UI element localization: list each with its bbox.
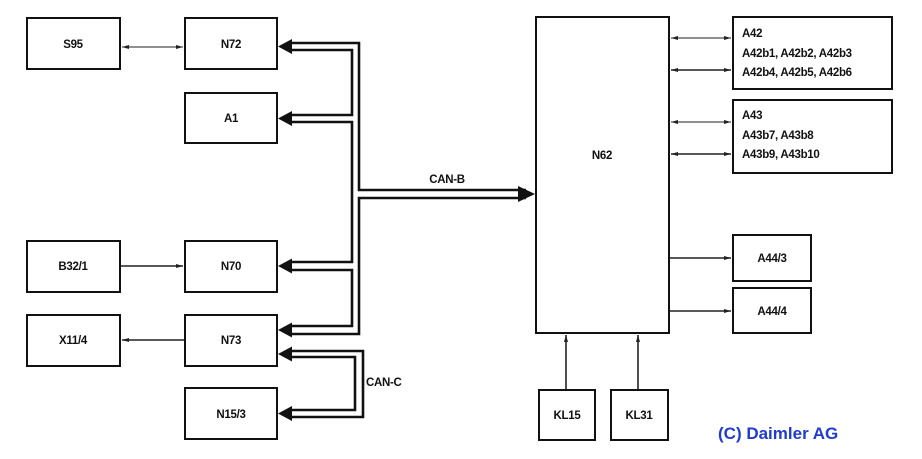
a44-4-label: A44/4 [757,306,787,318]
can-c-bus: CAN-C [278,346,402,421]
a43-box [732,99,893,174]
can-b-arrowhead-n73 [278,322,292,338]
n62-label: N62 [592,150,612,162]
kl15-box [538,389,596,441]
n73-label: N73 [221,335,241,347]
component-b32-1: B32/1 [26,240,121,293]
n15-3-box [184,387,278,440]
a1-box [184,92,278,144]
a43-label-line-1: A43 [742,110,762,122]
can-b-label: CAN-B [429,174,465,186]
a42-label-line-3: A42b4, A42b5, A42b6 [742,67,852,79]
a42-label-line-2: A42b1, A42b2, A42b3 [742,48,852,60]
a44-3-box [732,234,812,282]
can-b-arrowhead-n72 [278,39,292,54]
s95-label: S95 [63,39,83,51]
a43-label-line-3: A43b9, A43b10 [742,149,820,161]
component-a42: A42 A42b1, A42b2, A42b3 A42b4, A42b5, A4… [732,16,893,90]
can-c-arrowhead-n15-3 [278,406,292,421]
can-c-line-inner [288,355,357,412]
component-a1: A1 [184,92,278,144]
n15-3-label: N15/3 [216,409,245,421]
a42-box [732,16,893,90]
can-b-line-n70-n73 [288,268,354,328]
kl15-label: KL15 [554,410,582,422]
component-a44-3: A44/3 [732,234,812,282]
component-kl31: KL31 [610,389,669,441]
can-b-arrowhead-a1 [278,111,292,126]
n72-box [184,17,278,70]
n73-box [184,314,278,367]
copyright-text: (C) Daimler AG [718,424,838,443]
can-b-bus: CAN-B [278,39,535,338]
kl31-box [610,389,669,441]
component-n70: N70 [184,240,278,293]
x11-4-label: X11/4 [59,335,88,347]
component-kl15: KL15 [538,389,596,441]
kl31-label: KL31 [626,410,654,422]
x11-4-box [26,314,121,367]
s95-box [26,17,121,70]
a44-4-box [732,287,812,334]
can-c-arrowhead-n73 [278,346,292,362]
a44-3-label: A44/3 [757,253,786,265]
component-n62: N62 [535,16,670,334]
can-b-line-n62-n73 [288,196,526,336]
can-b-arrowhead-n70 [278,258,292,274]
a43-label-line-2: A43b7, A43b8 [742,130,814,142]
component-n72: N72 [184,17,278,70]
n62-box [535,16,670,334]
b32-1-box [26,240,121,293]
can-b-line-a1-n70 [288,120,354,264]
n72-label: N72 [221,39,241,51]
a42-label-line-1: A42 [742,28,762,40]
component-a44-4: A44/4 [732,287,812,334]
b32-1-label: B32/1 [58,261,88,273]
a1-label: A1 [224,113,239,125]
can-c-line-outer [288,349,365,419]
component-a43: A43 A43b7, A43b8 A43b9, A43b10 [732,99,893,174]
component-x11-4: X11/4 [26,314,121,367]
component-n73: N73 [184,314,278,367]
can-b-line-n72-a1 [288,48,354,117]
can-b-line-outer [288,41,526,192]
component-n15-3: N15/3 [184,387,278,440]
n70-box [184,240,278,293]
n70-label: N70 [221,261,241,273]
component-s95: S95 [26,17,121,70]
can-c-label: CAN-C [366,377,402,389]
can-b-arrowhead-n62 [518,186,535,202]
